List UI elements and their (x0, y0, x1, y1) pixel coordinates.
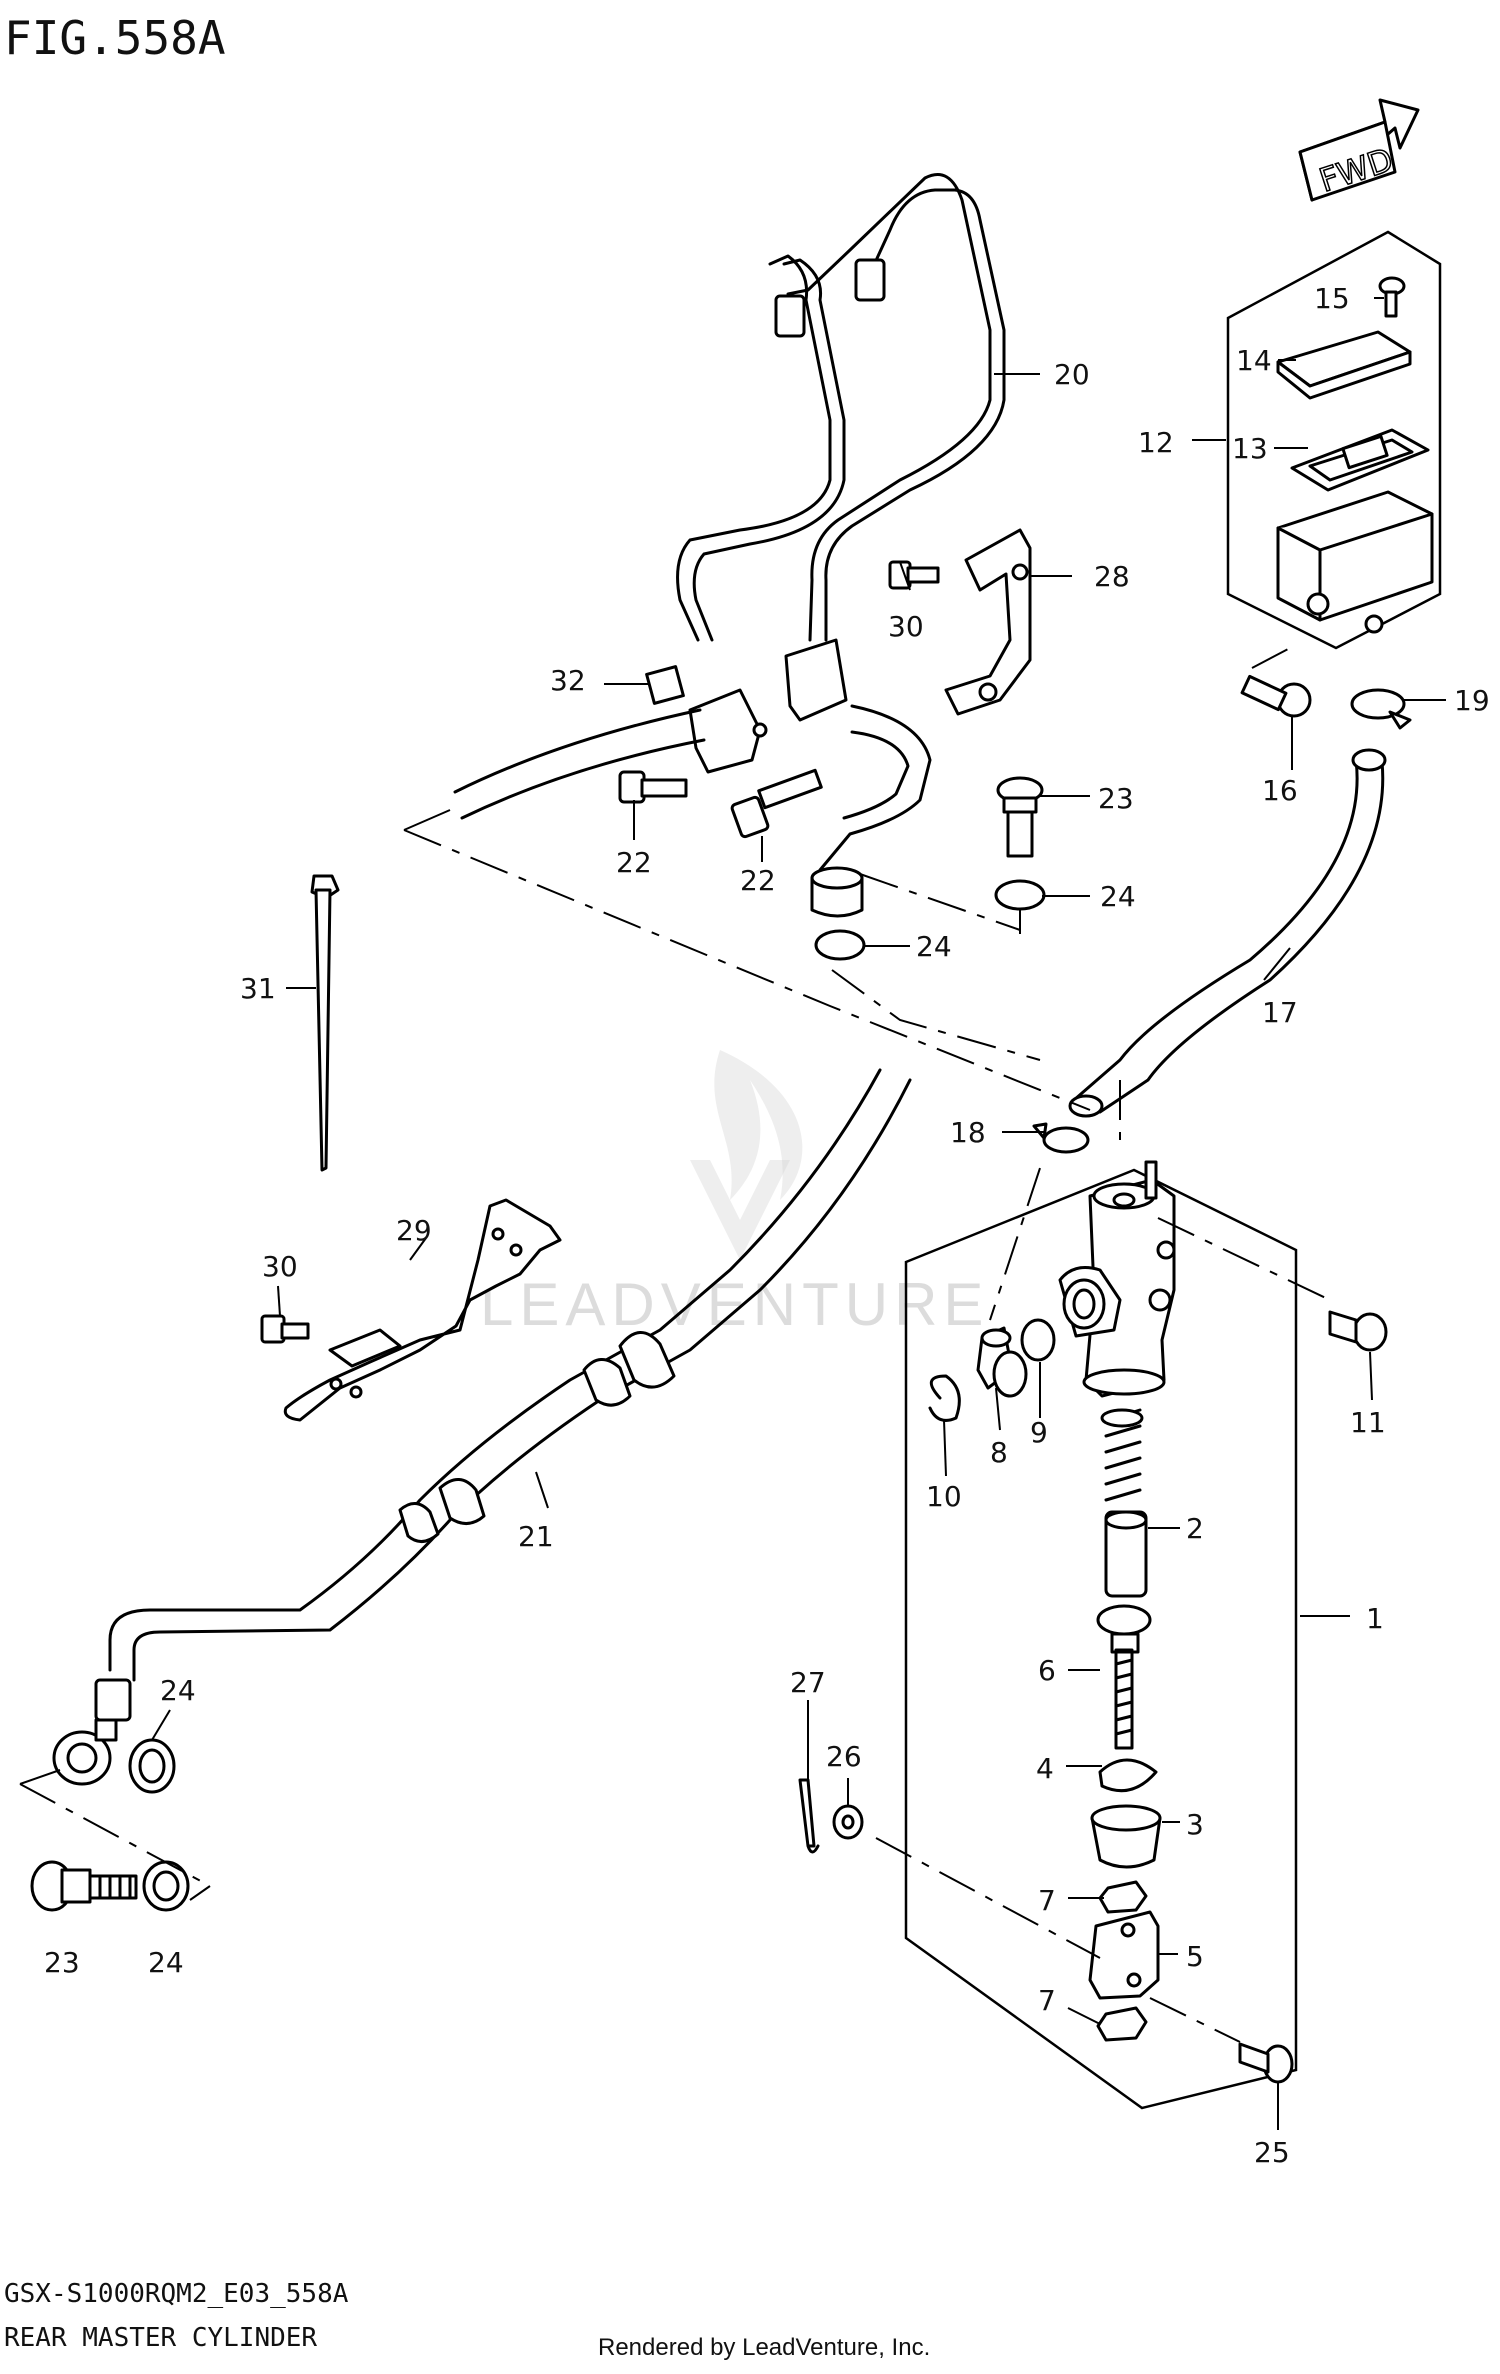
push-rod-6 (1096, 1604, 1152, 1750)
reservoir-cap (1276, 330, 1412, 400)
callout-15: 15 (1314, 282, 1350, 315)
callout-9: 9 (1030, 1416, 1048, 1449)
bolt-30-lower (260, 1314, 310, 1344)
callout-24-upper: 24 (1100, 880, 1136, 913)
circlip-4 (1098, 1758, 1158, 1793)
hose-junction (645, 638, 848, 774)
callout-27: 27 (790, 1666, 826, 1699)
hose-left-upper (453, 708, 706, 820)
callout-23-upper: 23 (1098, 782, 1134, 815)
callout-21: 21 (518, 1520, 554, 1553)
callout-30-upper: 30 (888, 610, 924, 643)
callout-31: 31 (240, 972, 276, 1005)
washer-26 (832, 1804, 864, 1840)
callout-6: 6 (1038, 1654, 1056, 1687)
hose-fitting (810, 866, 864, 918)
callout-3: 3 (1186, 1808, 1204, 1841)
washer-24-a (994, 879, 1046, 911)
callout-22-left: 22 (616, 846, 652, 879)
circlip-10 (928, 1374, 961, 1422)
callout-29: 29 (396, 1214, 432, 1247)
callout-1: 1 (1366, 1602, 1384, 1635)
nut-7-lower (1096, 2006, 1148, 2042)
cable-tie-31 (310, 874, 340, 1172)
callout-4: 4 (1036, 1752, 1054, 1785)
hose-clamp-19 (1350, 688, 1412, 730)
callout-8: 8 (990, 1436, 1008, 1469)
callout-17: 17 (1262, 996, 1298, 1029)
cotter-pin-27 (798, 1778, 820, 1854)
callout-28: 28 (1094, 560, 1130, 593)
bolt-22-left (618, 770, 688, 804)
callout-18: 18 (950, 1116, 986, 1149)
callout-10: 10 (926, 1480, 962, 1513)
washer-24-b (814, 929, 866, 961)
fwd-arrow-icon: FWD (1298, 98, 1420, 202)
model-code: GSX-S1000RQM2_E03_558A (4, 2279, 349, 2309)
brake-pipe-20 (676, 173, 1006, 642)
master-cylinder-body (1058, 1160, 1176, 1398)
callout-14: 14 (1236, 344, 1272, 377)
render-credit: Rendered by LeadVenture, Inc. (598, 2334, 930, 2361)
bolt-11 (1328, 1310, 1388, 1352)
hose-end-bottom (1068, 1094, 1104, 1118)
bracket-29 (283, 1198, 562, 1422)
callout-2: 2 (1186, 1512, 1204, 1545)
bracket-28 (944, 528, 1032, 716)
callout-24-mid: 24 (916, 930, 952, 963)
bolt-16 (1240, 674, 1312, 718)
callout-20: 20 (1054, 358, 1090, 391)
reservoir-group-box (1226, 230, 1442, 650)
callout-7-upper: 7 (1038, 1884, 1056, 1917)
leader-lines (151, 297, 1446, 2130)
callout-24-lower-b: 24 (148, 1946, 184, 1979)
reservoir-hose-17 (1072, 758, 1385, 1114)
watermark-logo: LEADVENTURE (480, 1050, 989, 1338)
watermark-text: LEADVENTURE (480, 1271, 989, 1338)
clevis-5 (1088, 1910, 1160, 2000)
boot-3 (1090, 1804, 1162, 1869)
pin-25 (1238, 2042, 1294, 2084)
washer-24-d (142, 1860, 190, 1912)
callout-25: 25 (1254, 2136, 1290, 2169)
washer-24-c (128, 1738, 176, 1794)
assembly-lines (19, 647, 1331, 2043)
callout-30-lower: 30 (262, 1250, 298, 1283)
callout-23-lower: 23 (44, 1946, 80, 1979)
callout-7-lower: 7 (1038, 1984, 1056, 2017)
callout-32: 32 (550, 664, 586, 697)
reservoir-body (1276, 490, 1434, 634)
callout-5: 5 (1186, 1940, 1204, 1973)
callout-26: 26 (826, 1740, 862, 1773)
bolt-22-right (730, 768, 823, 839)
reservoir-diaphragm (1290, 428, 1430, 492)
master-cylinder-group-box (904, 1168, 1298, 2110)
figure-title: FIG.558A (4, 11, 226, 65)
spring-piston-2 (1100, 1408, 1148, 1598)
bolt-23-upper (996, 776, 1044, 858)
hose-clamp-18 (1032, 1122, 1090, 1154)
hose-joint-8 (976, 1326, 1028, 1398)
bolt-23-lower (30, 1860, 138, 1912)
callout-16: 16 (1262, 774, 1298, 807)
o-ring-9 (1020, 1318, 1056, 1362)
callout-labels: 1 2 3 4 5 6 7 7 8 9 10 11 12 13 14 15 16… (44, 282, 1490, 2169)
brake-hose-21 (52, 1068, 912, 1786)
hose-right-upper (818, 704, 932, 885)
callout-22-right: 22 (740, 864, 776, 897)
callout-19: 19 (1454, 684, 1490, 717)
callout-11: 11 (1350, 1406, 1386, 1439)
screw-15 (1378, 276, 1406, 318)
hose-end-top (1351, 748, 1387, 772)
callout-12: 12 (1138, 426, 1174, 459)
nut-7-upper (1098, 1880, 1148, 1914)
callout-13: 13 (1232, 432, 1268, 465)
figure-subtitle: REAR MASTER CYLINDER (4, 2323, 317, 2353)
bolt-30-upper (888, 560, 940, 590)
callout-24-lower-a: 24 (160, 1674, 196, 1707)
